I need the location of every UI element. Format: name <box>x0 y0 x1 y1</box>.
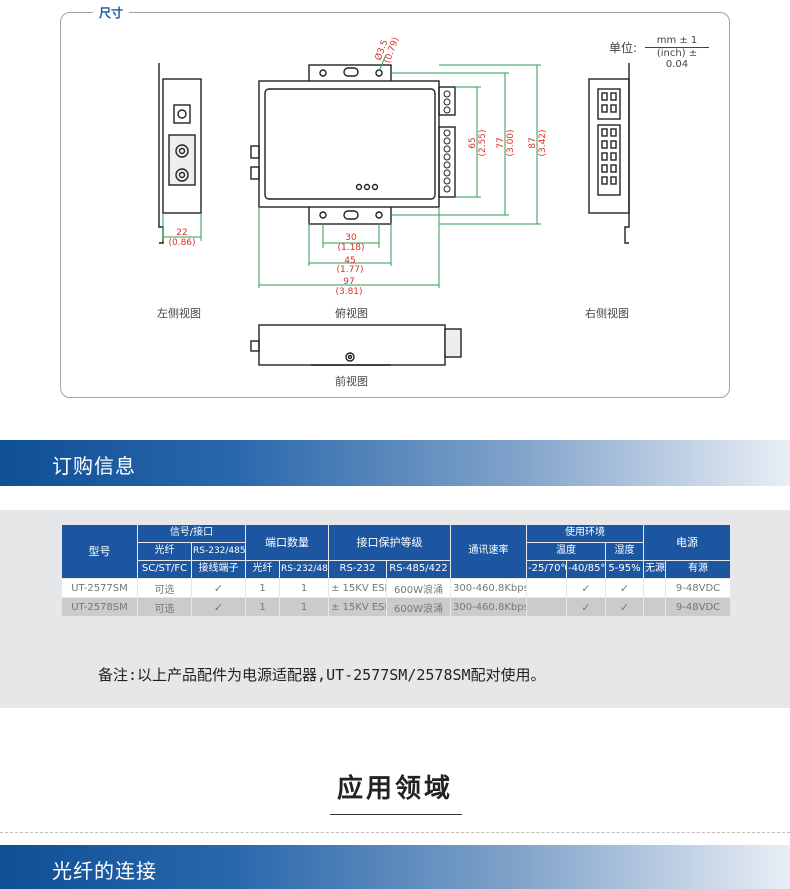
order-info-banner: 订购信息 <box>0 440 790 486</box>
cell-temp-op <box>526 597 567 617</box>
unit-label: 单位: <box>609 41 638 55</box>
cell-prot-232: ± 15KV ESD <box>328 597 387 617</box>
unit-fraction: mm ± 1 (inch) ± 0.04 <box>645 35 709 70</box>
th-temperature: 温度 <box>526 542 606 561</box>
th-environment: 使用环境 <box>525 524 645 543</box>
dim-30-inch: (1.18) <box>337 243 364 253</box>
dim-97: 97 <box>343 277 354 287</box>
th-temp-st: -40/85℃ <box>566 560 606 579</box>
cell-baud: 300-460.8Kbps <box>450 597 527 617</box>
unit-denominator: (inch) ± 0.04 <box>656 48 698 70</box>
application-title: 应用领域 <box>336 774 453 804</box>
cell-terminal: ✓ <box>191 597 246 617</box>
th-protection: 接口保护等级 <box>328 524 451 561</box>
table-row: UT-2578SM 可选 ✓ 1 1 ± 15KV ESD 600W浪涌 300… <box>61 597 732 617</box>
cell-fiber: 可选 <box>137 578 192 598</box>
cell-prot-232: ± 15KV ESD <box>328 578 387 598</box>
th-port-rs: RS-232/485/422 <box>279 560 329 579</box>
th-rs-group: RS-232/485/422 <box>191 542 246 561</box>
dimensions-title: 尺寸 <box>93 4 130 21</box>
dim-77-inch: (3.00) <box>506 129 516 156</box>
th-unpowered: 无源 <box>643 560 667 579</box>
th-hum-range: 5-95% <box>604 560 645 579</box>
cell-temp-st: ✓ <box>566 578 606 598</box>
cell-unpowered <box>643 578 667 598</box>
dim-87-inch: (3.42) <box>538 129 548 156</box>
th-powered: 有源 <box>665 560 732 579</box>
cell-prot-485: 600W浪涌 <box>386 597 451 617</box>
right-view-label: 右侧视图 <box>585 307 629 320</box>
terminal-block-circles <box>443 90 451 193</box>
top-view-label: 俯视图 <box>335 307 368 320</box>
table-row: UT-2577SM 可选 ✓ 1 1 ± 15KV ESD 600W浪涌 300… <box>61 578 732 598</box>
cell-port-rs: 1 <box>279 597 329 617</box>
cell-temp-st: ✓ <box>566 597 606 617</box>
dashed-divider <box>0 832 790 833</box>
th-signal-interface: 信号/接口 <box>137 524 246 543</box>
cell-model: UT-2578SM <box>61 597 138 617</box>
th-power: 电源 <box>643 524 732 561</box>
order-info-title: 订购信息 <box>52 454 136 478</box>
th-fiber-type: SC/ST/FC <box>137 560 192 579</box>
unit-numerator: mm ± 1 <box>645 35 709 48</box>
dim-22-inch: (0.86) <box>168 238 195 248</box>
th-port-fiber: 光纤 <box>245 560 280 579</box>
th-model: 型号 <box>61 524 138 579</box>
top-view-drawing <box>250 64 456 225</box>
cell-port-fiber: 1 <box>245 578 280 598</box>
th-prot-232: RS-232 <box>328 560 387 579</box>
dim-45: 45 <box>344 256 355 266</box>
cell-temp-op <box>526 578 567 598</box>
cell-fiber: 可选 <box>137 597 192 617</box>
th-port-count: 端口数量 <box>245 524 329 561</box>
left-view-label: 左侧视图 <box>157 307 201 320</box>
dim-97-inch: (3.81) <box>335 287 362 297</box>
fiber-connection-banner: 光纤的连接 <box>0 845 790 889</box>
order-note: 备注:以上产品配件为电源适配器,UT-2577SM/2578SM配对使用。 <box>98 666 546 684</box>
cell-humidity: ✓ <box>604 578 645 598</box>
th-temp-op: -25/70℃ <box>526 560 567 579</box>
dim-45-inch: (1.77) <box>336 265 363 275</box>
dim-30: 30 <box>345 233 357 243</box>
application-title-underline <box>330 814 462 815</box>
cell-model: UT-2577SM <box>61 578 138 598</box>
cell-baud: 300-460.8Kbps <box>450 578 527 598</box>
top-dimension-lines <box>258 54 541 288</box>
fiber-connection-title: 光纤的连接 <box>52 859 157 883</box>
dim-22: 22 <box>176 228 187 238</box>
cell-powered: 9-48VDC <box>665 597 732 617</box>
cell-unpowered <box>643 597 667 617</box>
left-dimension-lines <box>162 213 202 241</box>
cell-prot-485: 600W浪涌 <box>386 578 451 598</box>
cell-powered: 9-48VDC <box>665 578 732 598</box>
right-side-view-drawing <box>588 63 630 244</box>
cell-port-fiber: 1 <box>245 597 280 617</box>
th-prot-485: RS-485/422 <box>386 560 451 579</box>
technical-drawing: 22 (0.86) <box>158 36 630 366</box>
dim-65-inch: (2.55) <box>478 129 488 156</box>
th-terminal: 接线端子 <box>191 560 246 579</box>
order-table: 型号 信号/接口 端口数量 接口保护等级 通讯速率 使用环境 电源 光纤 RS-… <box>61 524 732 617</box>
left-side-view-drawing <box>158 63 202 244</box>
dim-65: 65 <box>468 137 478 148</box>
front-view-drawing <box>250 324 462 366</box>
cell-port-rs: 1 <box>279 578 329 598</box>
cell-humidity: ✓ <box>604 597 645 617</box>
top-dimension-texts: 30 (1.18) 45 (1.77) 97 (3.81) 65 (2.55) … <box>335 36 548 297</box>
th-baud: 通讯速率 <box>450 524 527 579</box>
th-fiber: 光纤 <box>137 542 192 561</box>
dimensions-panel: 尺寸 单位: mm ± 1 (inch) ± 0.04 22 (0.86) <box>60 4 730 398</box>
dim-87: 87 <box>528 137 538 148</box>
th-humidity: 湿度 <box>604 542 645 561</box>
cell-terminal: ✓ <box>191 578 246 598</box>
front-view-label: 前视图 <box>335 375 368 388</box>
dim-77: 77 <box>496 137 506 148</box>
